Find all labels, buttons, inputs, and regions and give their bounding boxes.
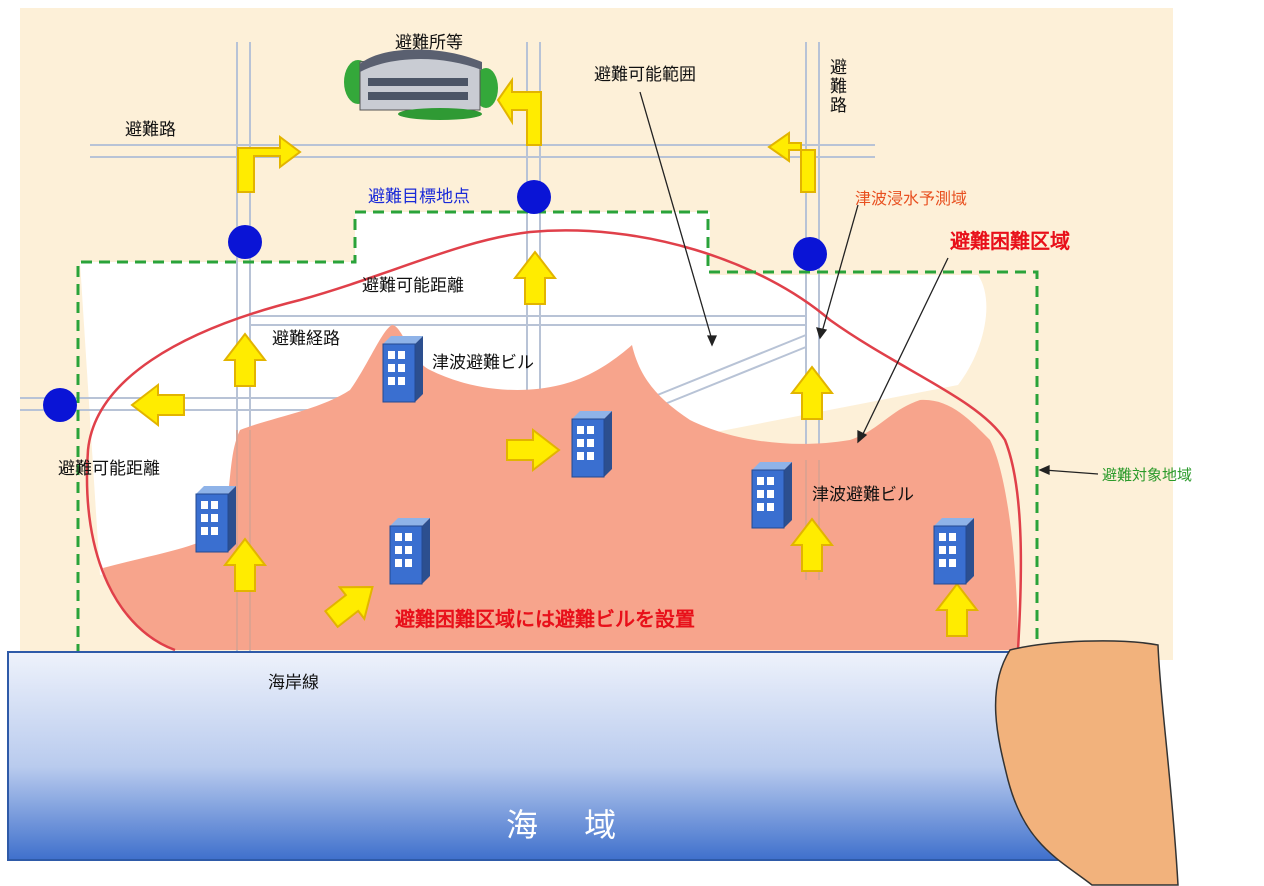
shelter-building-icon (344, 49, 498, 120)
label-evac-difficult-area: 避難困難区域 (950, 229, 1070, 253)
evac-target-points (43, 180, 827, 422)
pointer-lines (639, 91, 1099, 476)
evac-target-boundary (76, 210, 1039, 655)
label-tsunami-building-2: 津波避難ビル (812, 485, 914, 505)
evac-point-left (43, 388, 77, 422)
label-tsunami-inundation-area: 津波浸水予測域 (855, 189, 967, 208)
label-evac-target-area: 避難対象地域 (1102, 466, 1192, 484)
label-evac-distance-left: 避難可能距離 (58, 459, 160, 479)
tsunami-inundation-outline (85, 229, 1023, 652)
building-icon (751, 461, 793, 529)
label-coastline: 海岸線 (268, 673, 319, 693)
label-evac-route: 避難経路 (272, 329, 340, 349)
evac-point-1 (228, 225, 262, 259)
building-icon (571, 410, 613, 478)
label-install-note: 避難困難区域には避難ビルを設置 (395, 607, 695, 631)
label-evac-facility: 避難所等 (395, 33, 463, 53)
label-evac-target-point: 避難目標地点 (368, 187, 470, 207)
label-evac-road-vertical: 避難路 (826, 58, 847, 115)
arrow-bent-center (496, 76, 542, 146)
label-tsunami-building-1: 津波避難ビル (432, 353, 534, 373)
building-icon (382, 335, 424, 403)
building-icon (389, 517, 431, 585)
evac-point-3 (793, 237, 827, 271)
label-evac-road-horizontal: 避難路 (125, 120, 176, 140)
building-icon (195, 485, 237, 553)
label-sea-area: 海 域 (506, 806, 634, 844)
label-evac-distance-top: 避難可能距離 (362, 276, 464, 296)
evac-difficult-zone (103, 325, 1018, 650)
evac-point-2 (517, 180, 551, 214)
headland (994, 640, 1179, 886)
building-icon (933, 517, 975, 585)
evac-arrows (131, 76, 978, 637)
arrow-bent-right-road (767, 131, 816, 193)
arrow-bent-left-road (237, 135, 302, 193)
label-evac-range: 避難可能範囲 (594, 65, 696, 85)
